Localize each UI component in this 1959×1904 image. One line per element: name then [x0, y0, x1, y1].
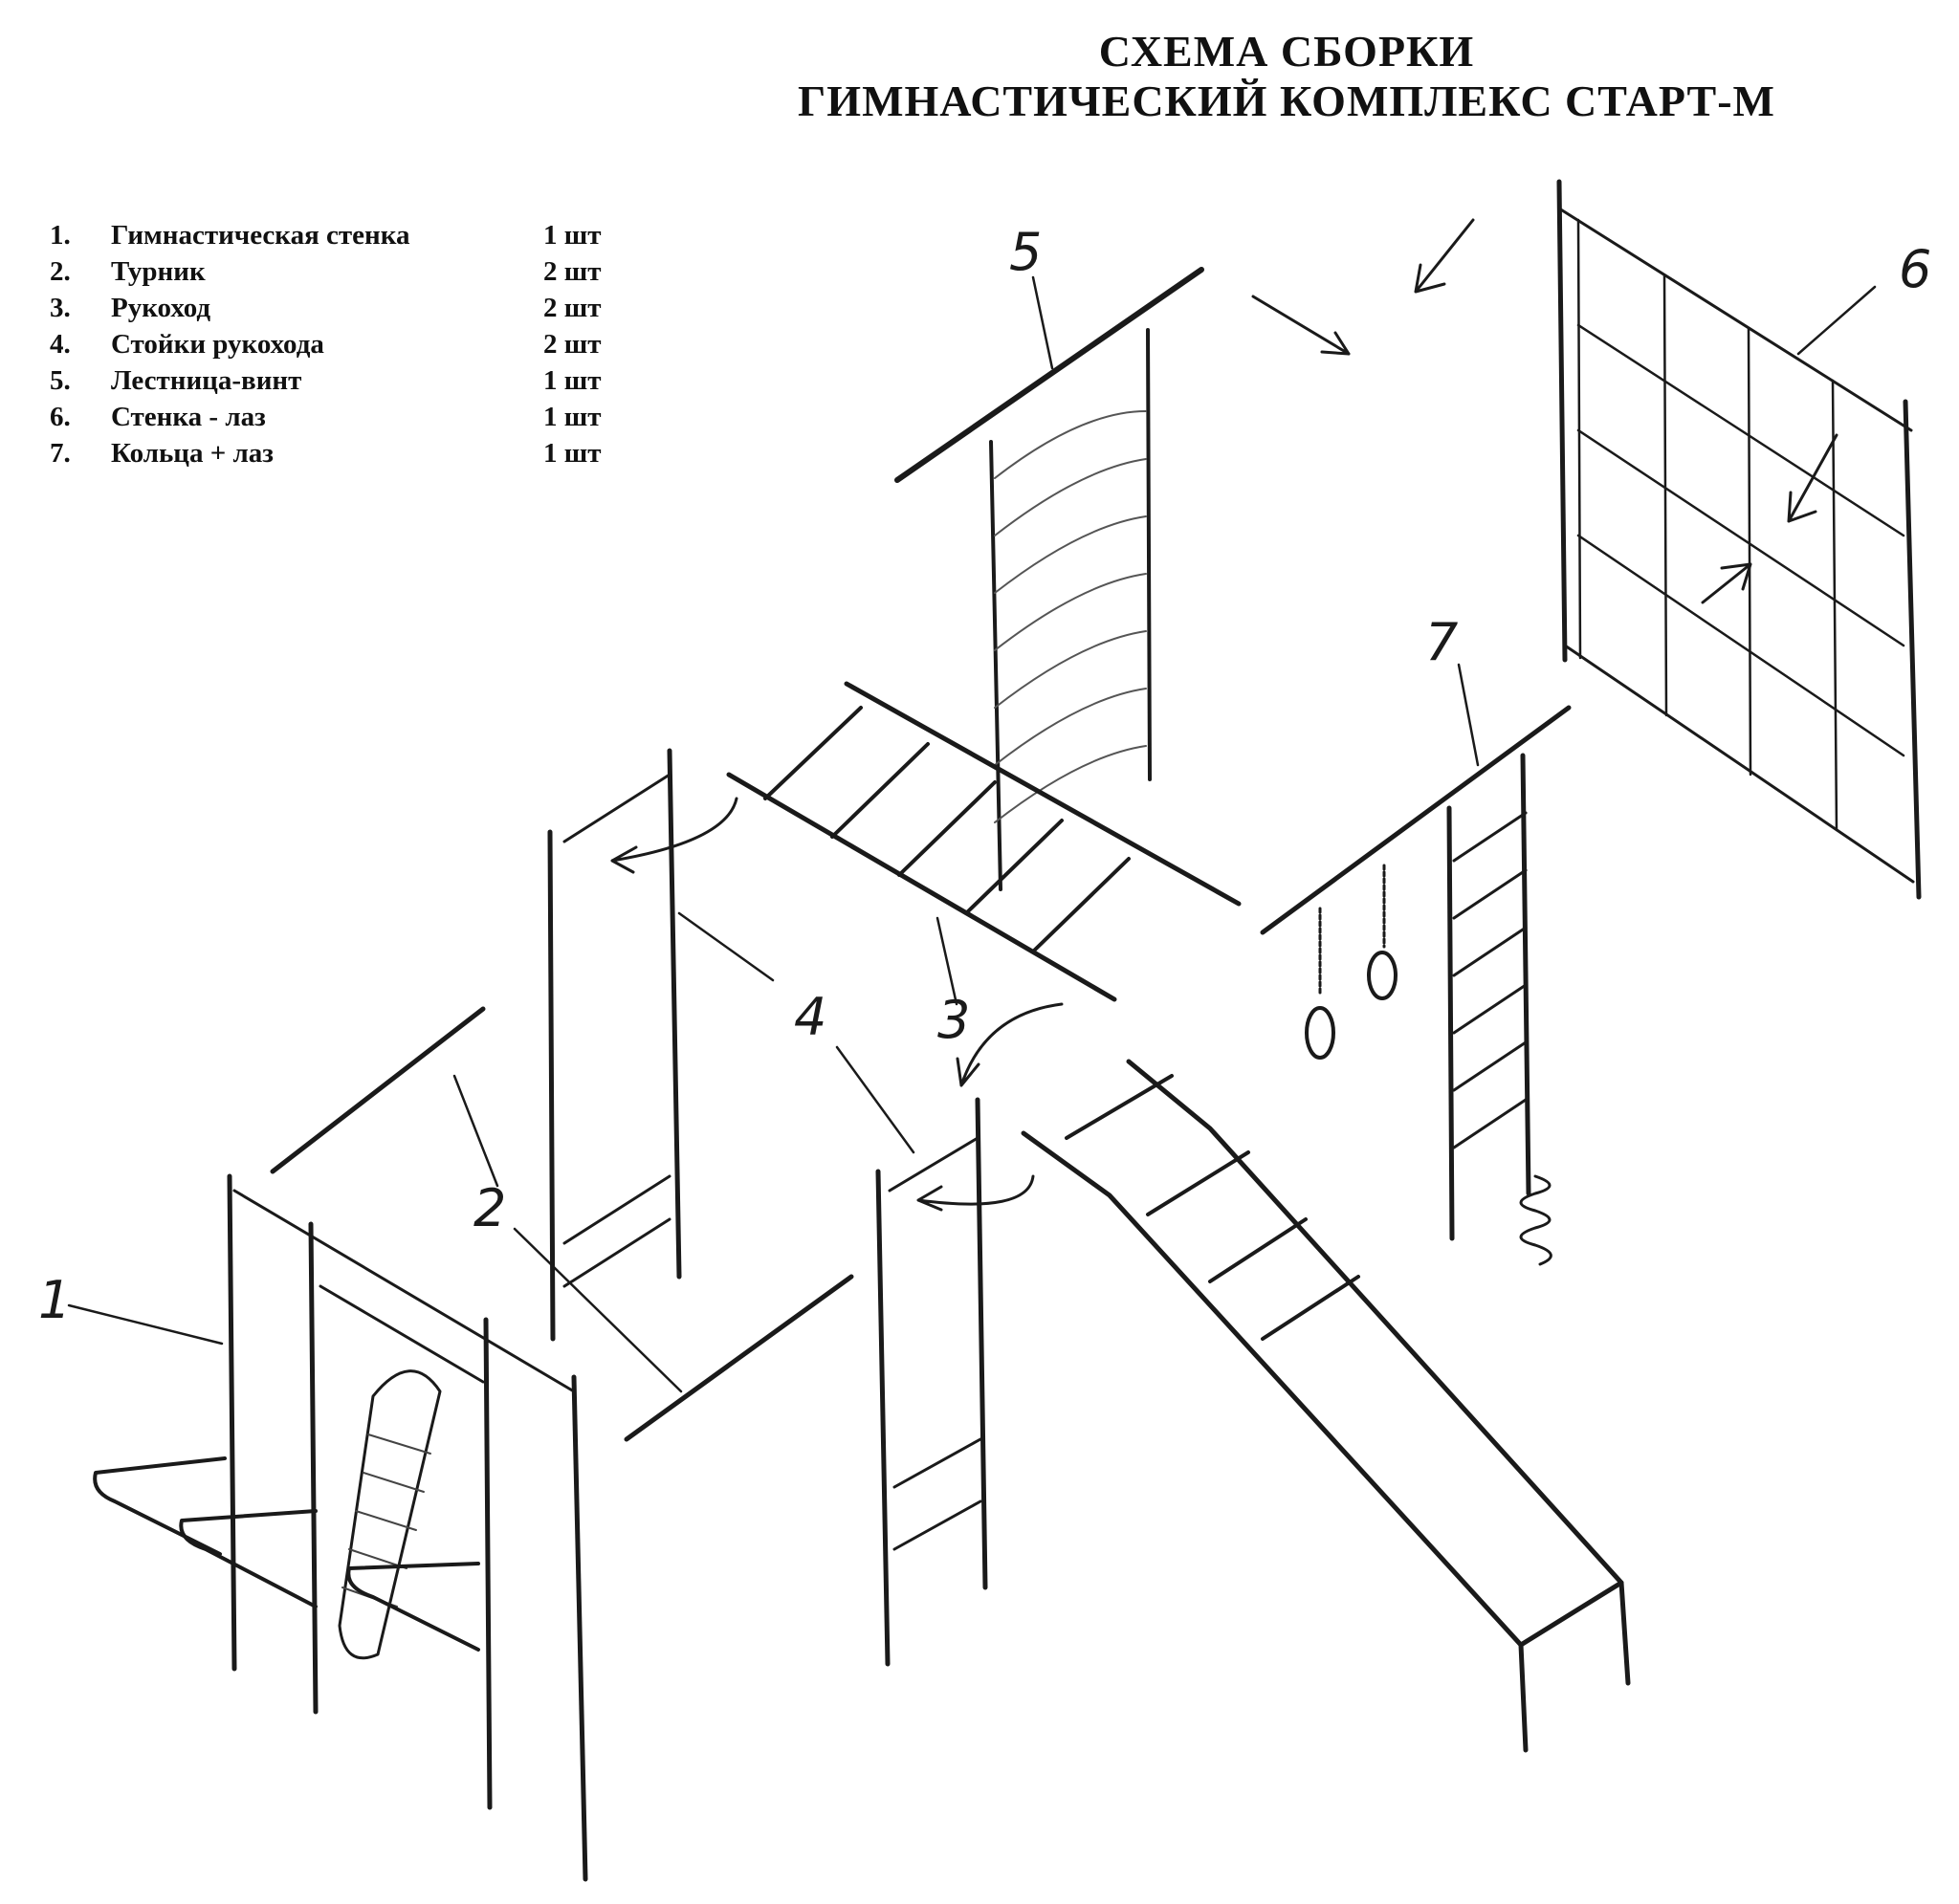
- monkey-bar-uprights-part-4b: [875, 1002, 1064, 1667]
- part-name: Стенка - лаз: [111, 402, 266, 432]
- part-number: 4.: [50, 329, 71, 360]
- spiral-ladder-part-5: [894, 267, 1351, 891]
- net-wall-part-6: [1414, 179, 1922, 900]
- pull-up-bars-part-2: [270, 1006, 854, 1442]
- callout-leaders: [67, 275, 1877, 1393]
- callout-6: 6: [1899, 239, 1931, 299]
- part-quantity: 2 шт: [543, 256, 602, 287]
- callout-2: 2: [473, 1178, 506, 1238]
- part-quantity: 2 шт: [543, 329, 602, 360]
- callout-labels: 1 2 3 4 5 6 7: [38, 222, 1931, 1330]
- part-quantity: 1 шт: [543, 220, 602, 251]
- part-name: Рукоход: [111, 293, 211, 323]
- parts-list-item: 4. Стойки рукохода 2 шт: [50, 329, 643, 365]
- title-line-2: ГИМНАСТИЧЕСКИЙ КОМПЛЕКС СТАРТ-М: [798, 77, 1775, 125]
- parts-list-item: 5. Лестница-винт 1 шт: [50, 365, 643, 402]
- part-number: 5.: [50, 365, 71, 396]
- callout-1: 1: [38, 1270, 71, 1330]
- part-number: 1.: [50, 220, 71, 251]
- parts-list: 1. Гимнастическая стенка 1 шт 2. Турник …: [50, 220, 643, 474]
- parts-list-item: 6. Стенка - лаз 1 шт: [50, 402, 643, 438]
- gym-wall-part-1: [93, 1173, 588, 1882]
- part-number: 6.: [50, 402, 71, 432]
- rings-ladder-part-7: [1260, 705, 1572, 1266]
- part-quantity: 2 шт: [543, 293, 602, 323]
- part-name: Гимнастическая стенка: [111, 220, 410, 251]
- part-quantity: 1 шт: [543, 438, 602, 469]
- callout-3: 3: [937, 990, 970, 1050]
- callout-5: 5: [1009, 222, 1042, 282]
- slide: [1021, 1059, 1631, 1753]
- part-quantity: 1 шт: [543, 402, 602, 432]
- title-line-1: СХЕМА СБОРКИ: [1098, 27, 1475, 76]
- parts-list-item: 2. Турник 2 шт: [50, 256, 643, 293]
- callout-7: 7: [1425, 612, 1458, 672]
- part-number: 2.: [50, 256, 71, 287]
- parts-list-item: 3. Рукоход 2 шт: [50, 293, 643, 329]
- parts-list-item: 1. Гимнастическая стенка 1 шт: [50, 220, 643, 256]
- part-number: 3.: [50, 293, 71, 323]
- part-quantity: 1 шт: [543, 365, 602, 396]
- diagram-title: СХЕМА СБОРКИ ГИМНАСТИЧЕСКИЙ КОМПЛЕКС СТА…: [756, 27, 1817, 126]
- monkey-bars-part-3: [726, 681, 1242, 1002]
- monkey-bar-uprights-part-4: [547, 748, 738, 1342]
- callout-4: 4: [794, 987, 826, 1047]
- part-name: Стойки рукохода: [111, 329, 324, 360]
- part-name: Кольца + лаз: [111, 438, 274, 469]
- part-name: Лестница-винт: [111, 365, 302, 396]
- parts-list-item: 7. Кольца + лаз 1 шт: [50, 438, 643, 474]
- part-number: 7.: [50, 438, 71, 469]
- part-name: Турник: [111, 256, 206, 287]
